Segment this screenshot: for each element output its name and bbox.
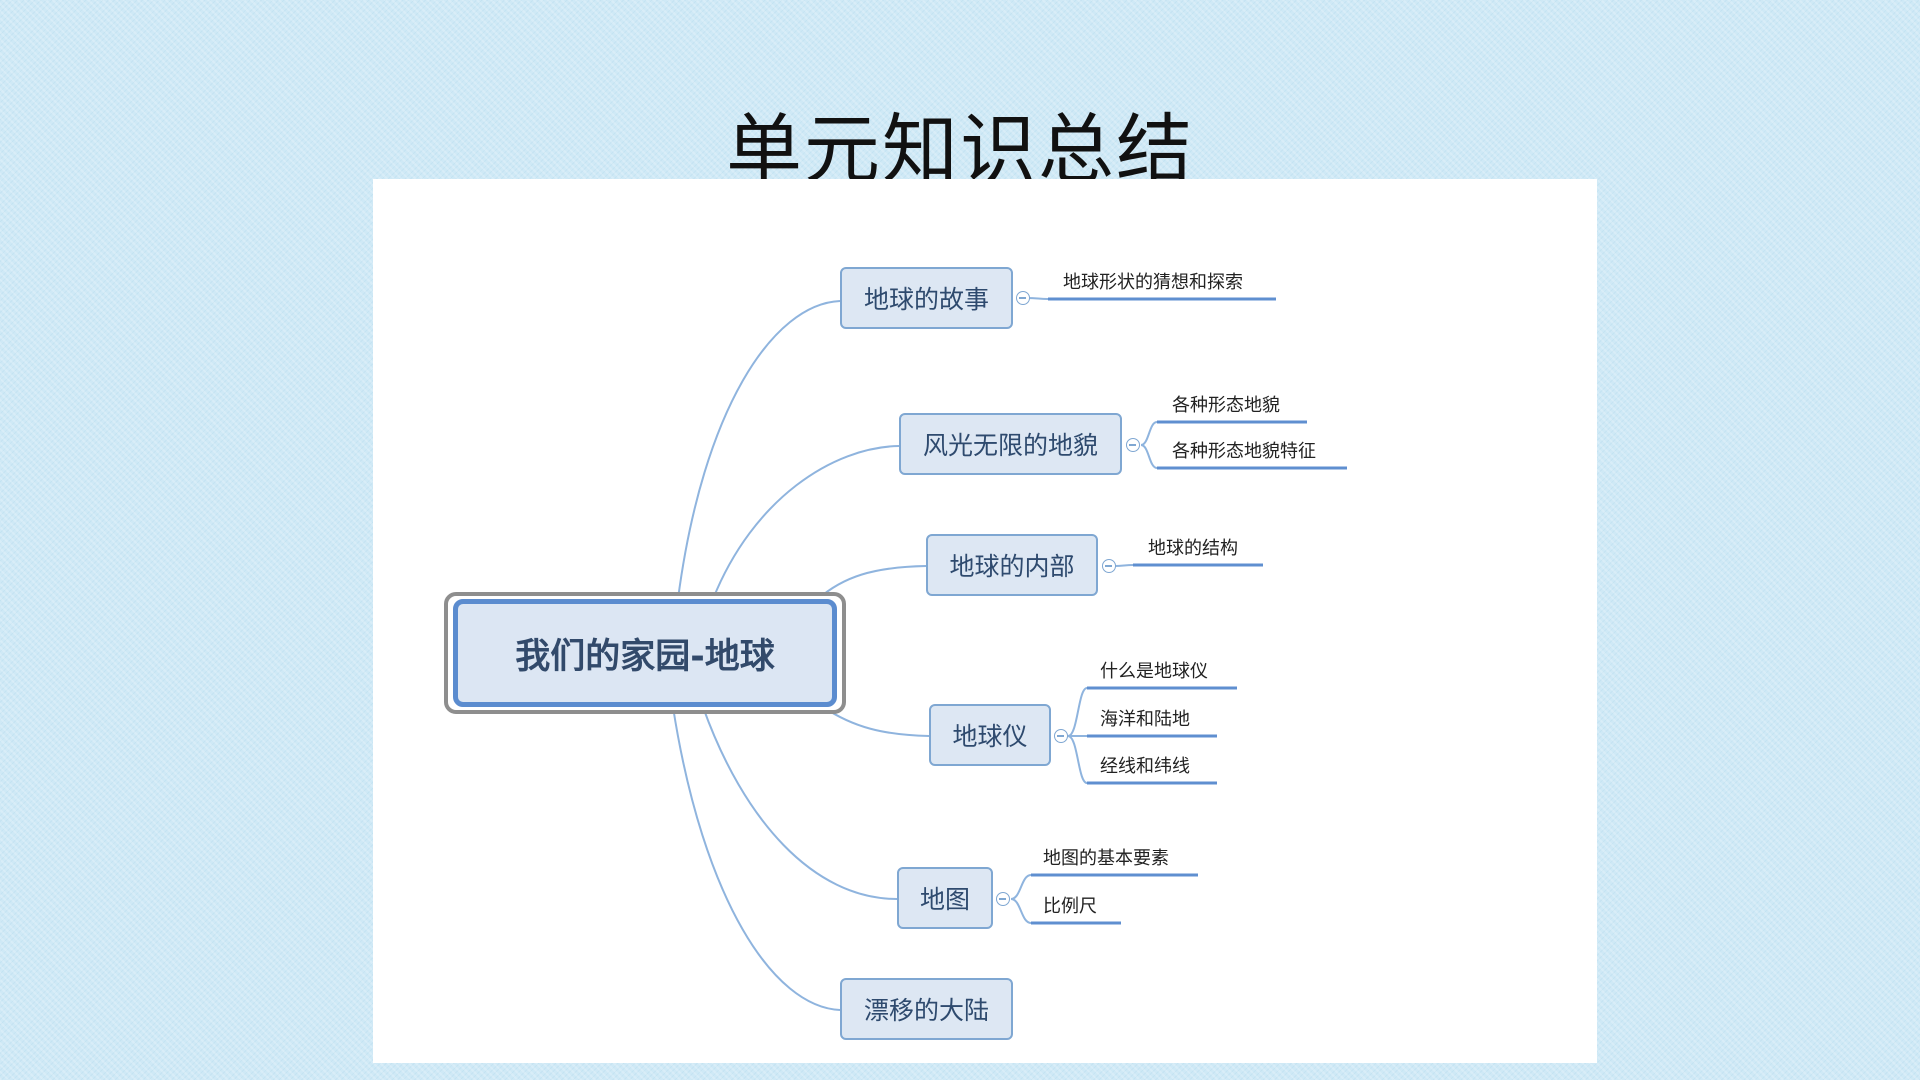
leaf-node[interactable]: 比例尺: [1043, 896, 1097, 917]
connector-leaf: [1010, 898, 1032, 924]
branch-node-drifting-continents[interactable]: 漂移的大陆: [840, 978, 1013, 1040]
branch-node-globe[interactable]: 地球仪: [929, 704, 1051, 766]
branch-node-interior[interactable]: 地球的内部: [926, 534, 1098, 596]
branch-node-story[interactable]: 地球的故事: [840, 267, 1013, 329]
connector-branch-1: [677, 300, 841, 600]
mindmap-panel: 我们的家园-地球 地球的故事 风光无限的地貌 地球的内部 地球仪 地图 漂移的大…: [373, 179, 1597, 1063]
connector-leaf: [1114, 564, 1134, 567]
leaf-node[interactable]: 什么是地球仪: [1100, 661, 1208, 682]
collapse-toggle-icon[interactable]: [1016, 291, 1030, 305]
leaf-node[interactable]: 各种形态地貌特征: [1172, 441, 1316, 462]
collapse-toggle-icon[interactable]: [1102, 559, 1116, 573]
leaf-node[interactable]: 各种形态地貌: [1172, 395, 1280, 416]
leaf-node[interactable]: 经线和纬线: [1100, 756, 1190, 777]
branch-node-map[interactable]: 地图: [897, 867, 993, 929]
leaf-node[interactable]: 地图的基本要素: [1043, 848, 1169, 869]
connector-branch-2: [712, 445, 900, 600]
central-node[interactable]: 我们的家园-地球: [453, 599, 837, 707]
leaf-node[interactable]: 地球的结构: [1148, 538, 1238, 559]
leaf-node[interactable]: 地球形状的猜想和探索: [1063, 272, 1243, 293]
connector-leaf: [1067, 687, 1088, 737]
leaf-node[interactable]: 海洋和陆地: [1100, 709, 1190, 730]
connector-leaf: [1067, 735, 1088, 784]
connector-branch-6: [672, 706, 841, 1011]
connector-leaf: [1140, 421, 1158, 446]
connector-branch-5: [702, 706, 898, 900]
connector-leaf: [1140, 444, 1158, 469]
collapse-toggle-icon[interactable]: [996, 892, 1010, 906]
collapse-toggle-icon[interactable]: [1054, 729, 1068, 743]
collapse-toggle-icon[interactable]: [1126, 438, 1140, 452]
branch-node-landforms[interactable]: 风光无限的地貌: [899, 413, 1122, 475]
connector-leaf: [1010, 874, 1032, 900]
